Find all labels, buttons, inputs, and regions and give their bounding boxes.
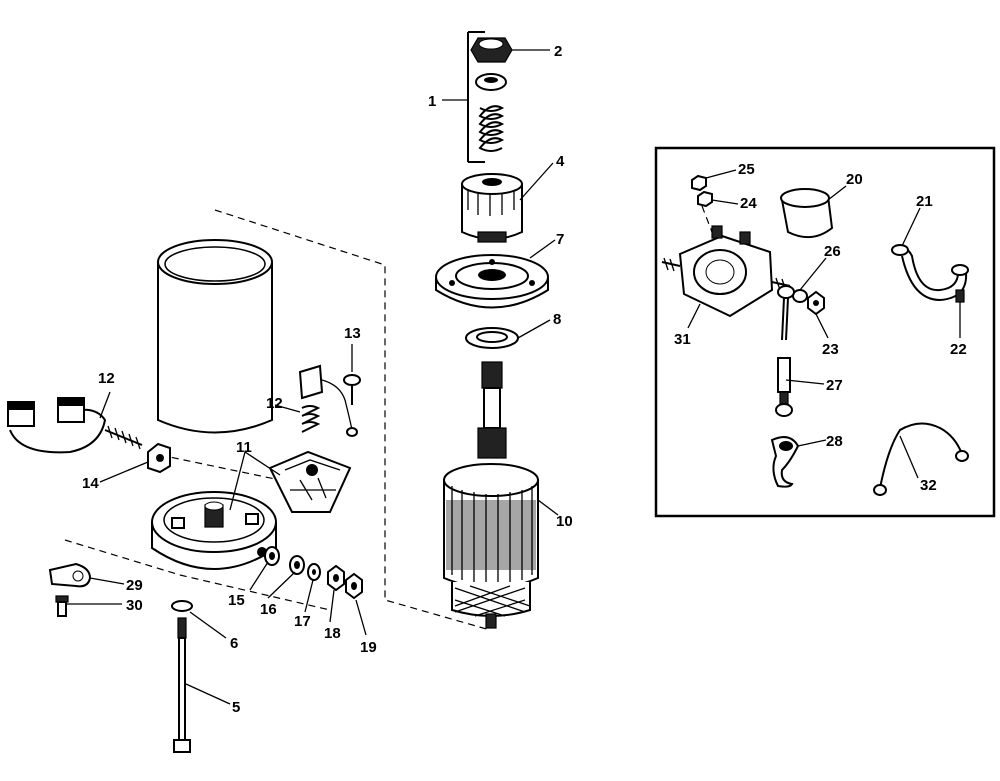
callout-26: 26 [824, 243, 841, 260]
part-clamp-screw [48, 562, 92, 617]
part-brushes-left [7, 397, 143, 454]
part-brush-spring-center [298, 364, 361, 437]
callout-32: 32 [920, 477, 937, 494]
callout-27: 27 [826, 377, 843, 394]
callout-19: 19 [360, 639, 377, 656]
callout-24: 24 [740, 195, 757, 212]
part-field-frame [157, 239, 273, 434]
part-thrust-washer [465, 327, 519, 349]
callout-8: 8 [553, 311, 561, 328]
callout-13: 13 [344, 325, 361, 342]
part-terminal-block [147, 442, 171, 474]
part-stop-nut-assembly [467, 31, 513, 163]
callout-11: 11 [236, 439, 252, 456]
callout-18: 18 [324, 625, 341, 642]
callout-17: 17 [294, 613, 311, 630]
part-armature [443, 361, 539, 629]
inset-solenoid-parts: 25 24 20 21 26 31 23 22 27 28 32 [654, 146, 996, 518]
part-end-cap [151, 491, 277, 570]
part-brush-holder [268, 450, 352, 513]
callout-16: 16 [260, 601, 277, 618]
callout-31: 31 [674, 331, 691, 348]
part-through-bolt [171, 600, 193, 753]
callout-10: 10 [556, 513, 573, 530]
callout-1: 1 [428, 93, 436, 110]
callout-14: 14 [82, 475, 99, 492]
part-drive-end-frame [435, 254, 549, 309]
part-washers-and-nuts [264, 546, 363, 600]
callout-28: 28 [826, 433, 843, 450]
leader-lines [66, 49, 559, 705]
callout-labels: 1 2 4 7 8 10 5 6 11 12 13 14 15 16 17 18… [82, 43, 573, 716]
assembly-guide-lines [64, 209, 491, 631]
callout-6: 6 [230, 635, 238, 652]
callout-25: 25 [738, 161, 755, 178]
callout-2: 2 [554, 43, 562, 60]
callout-7: 7 [556, 231, 564, 248]
callout-29: 29 [126, 577, 143, 594]
callout-12-center: 12 [266, 395, 283, 412]
callout-12-left: 12 [98, 370, 115, 387]
callout-20: 20 [846, 171, 863, 188]
callout-4: 4 [556, 153, 565, 170]
callout-30: 30 [126, 597, 143, 614]
part-drive-pinion [461, 173, 523, 243]
callout-5: 5 [232, 699, 240, 716]
callout-23: 23 [822, 341, 839, 358]
callout-22: 22 [950, 341, 967, 358]
callout-15: 15 [228, 592, 245, 609]
callout-21: 21 [916, 193, 933, 210]
